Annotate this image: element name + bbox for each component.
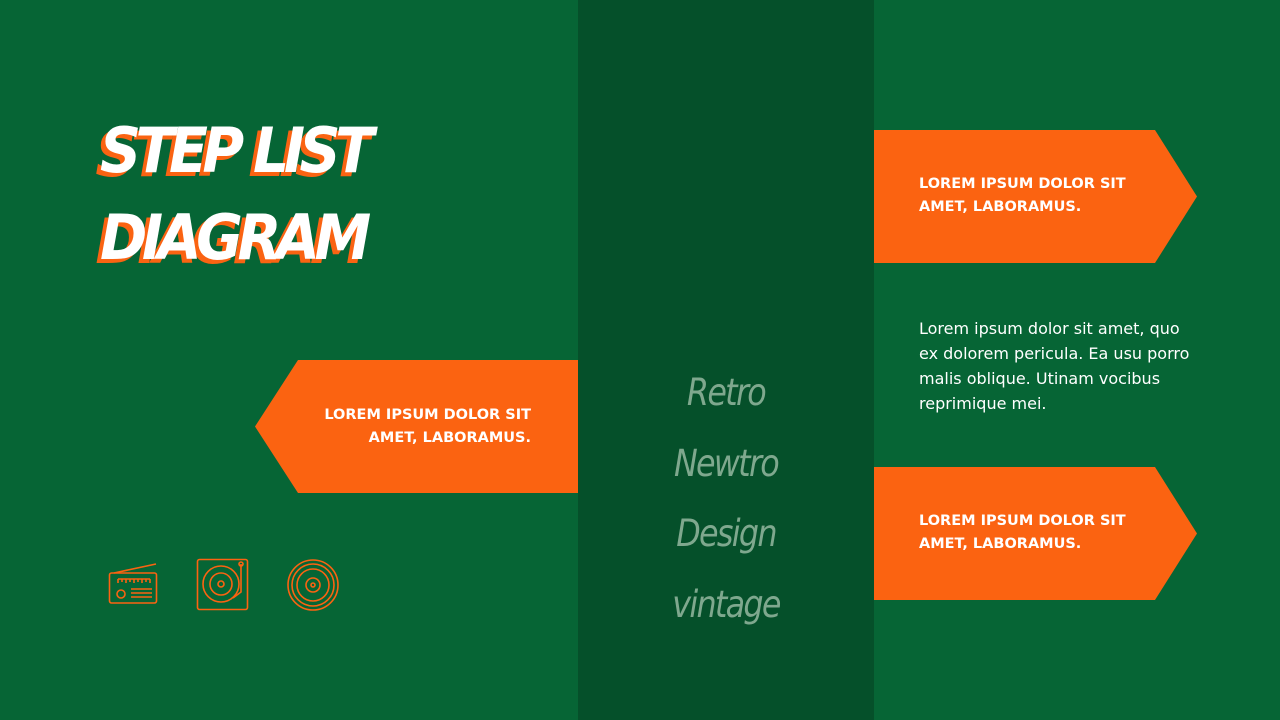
center-word-newtro: Newtro [673, 441, 780, 485]
right-arrow-box-top: LOREM IPSUM DOLOR SIT AMET, LABORAMUS. [874, 130, 1197, 263]
center-word-retro: Retro [686, 371, 767, 414]
right-top-text-line-2: AMET, LABORAMUS. [919, 199, 1082, 215]
right-top-text-line-1: LOREM IPSUM DOLOR SIT [919, 176, 1126, 192]
description-text: Lorem ipsum dolor sit amet, quo ex dolor… [919, 319, 1190, 413]
right-arrow-box-bottom: LOREM IPSUM DOLOR SIT AMET, LABORAMUS. [874, 467, 1197, 600]
left-arrow-text-line-1: LOREM IPSUM DOLOR SIT [324, 407, 531, 423]
title-line-2: DIAGRAM [100, 201, 371, 274]
vinyl-record-icon [286, 558, 340, 612]
right-bottom-text-line-1: LOREM IPSUM DOLOR SIT [919, 513, 1126, 529]
right-bottom-text-line-2: AMET, LABORAMUS. [919, 536, 1082, 552]
center-word-design: Design [676, 512, 777, 555]
center-word-list: Retro Newtro Design vintage [578, 358, 874, 640]
title-line-1: STEP LIST [100, 114, 374, 187]
left-arrow-text-line-2: AMET, LABORAMUS. [368, 430, 531, 446]
radio-icon [108, 563, 158, 605]
turntable-icon [196, 558, 249, 611]
center-word-vintage: vintage [672, 582, 781, 626]
left-arrow-box: LOREM IPSUM DOLOR SIT AMET, LABORAMUS. [255, 360, 578, 493]
center-band [578, 0, 874, 720]
